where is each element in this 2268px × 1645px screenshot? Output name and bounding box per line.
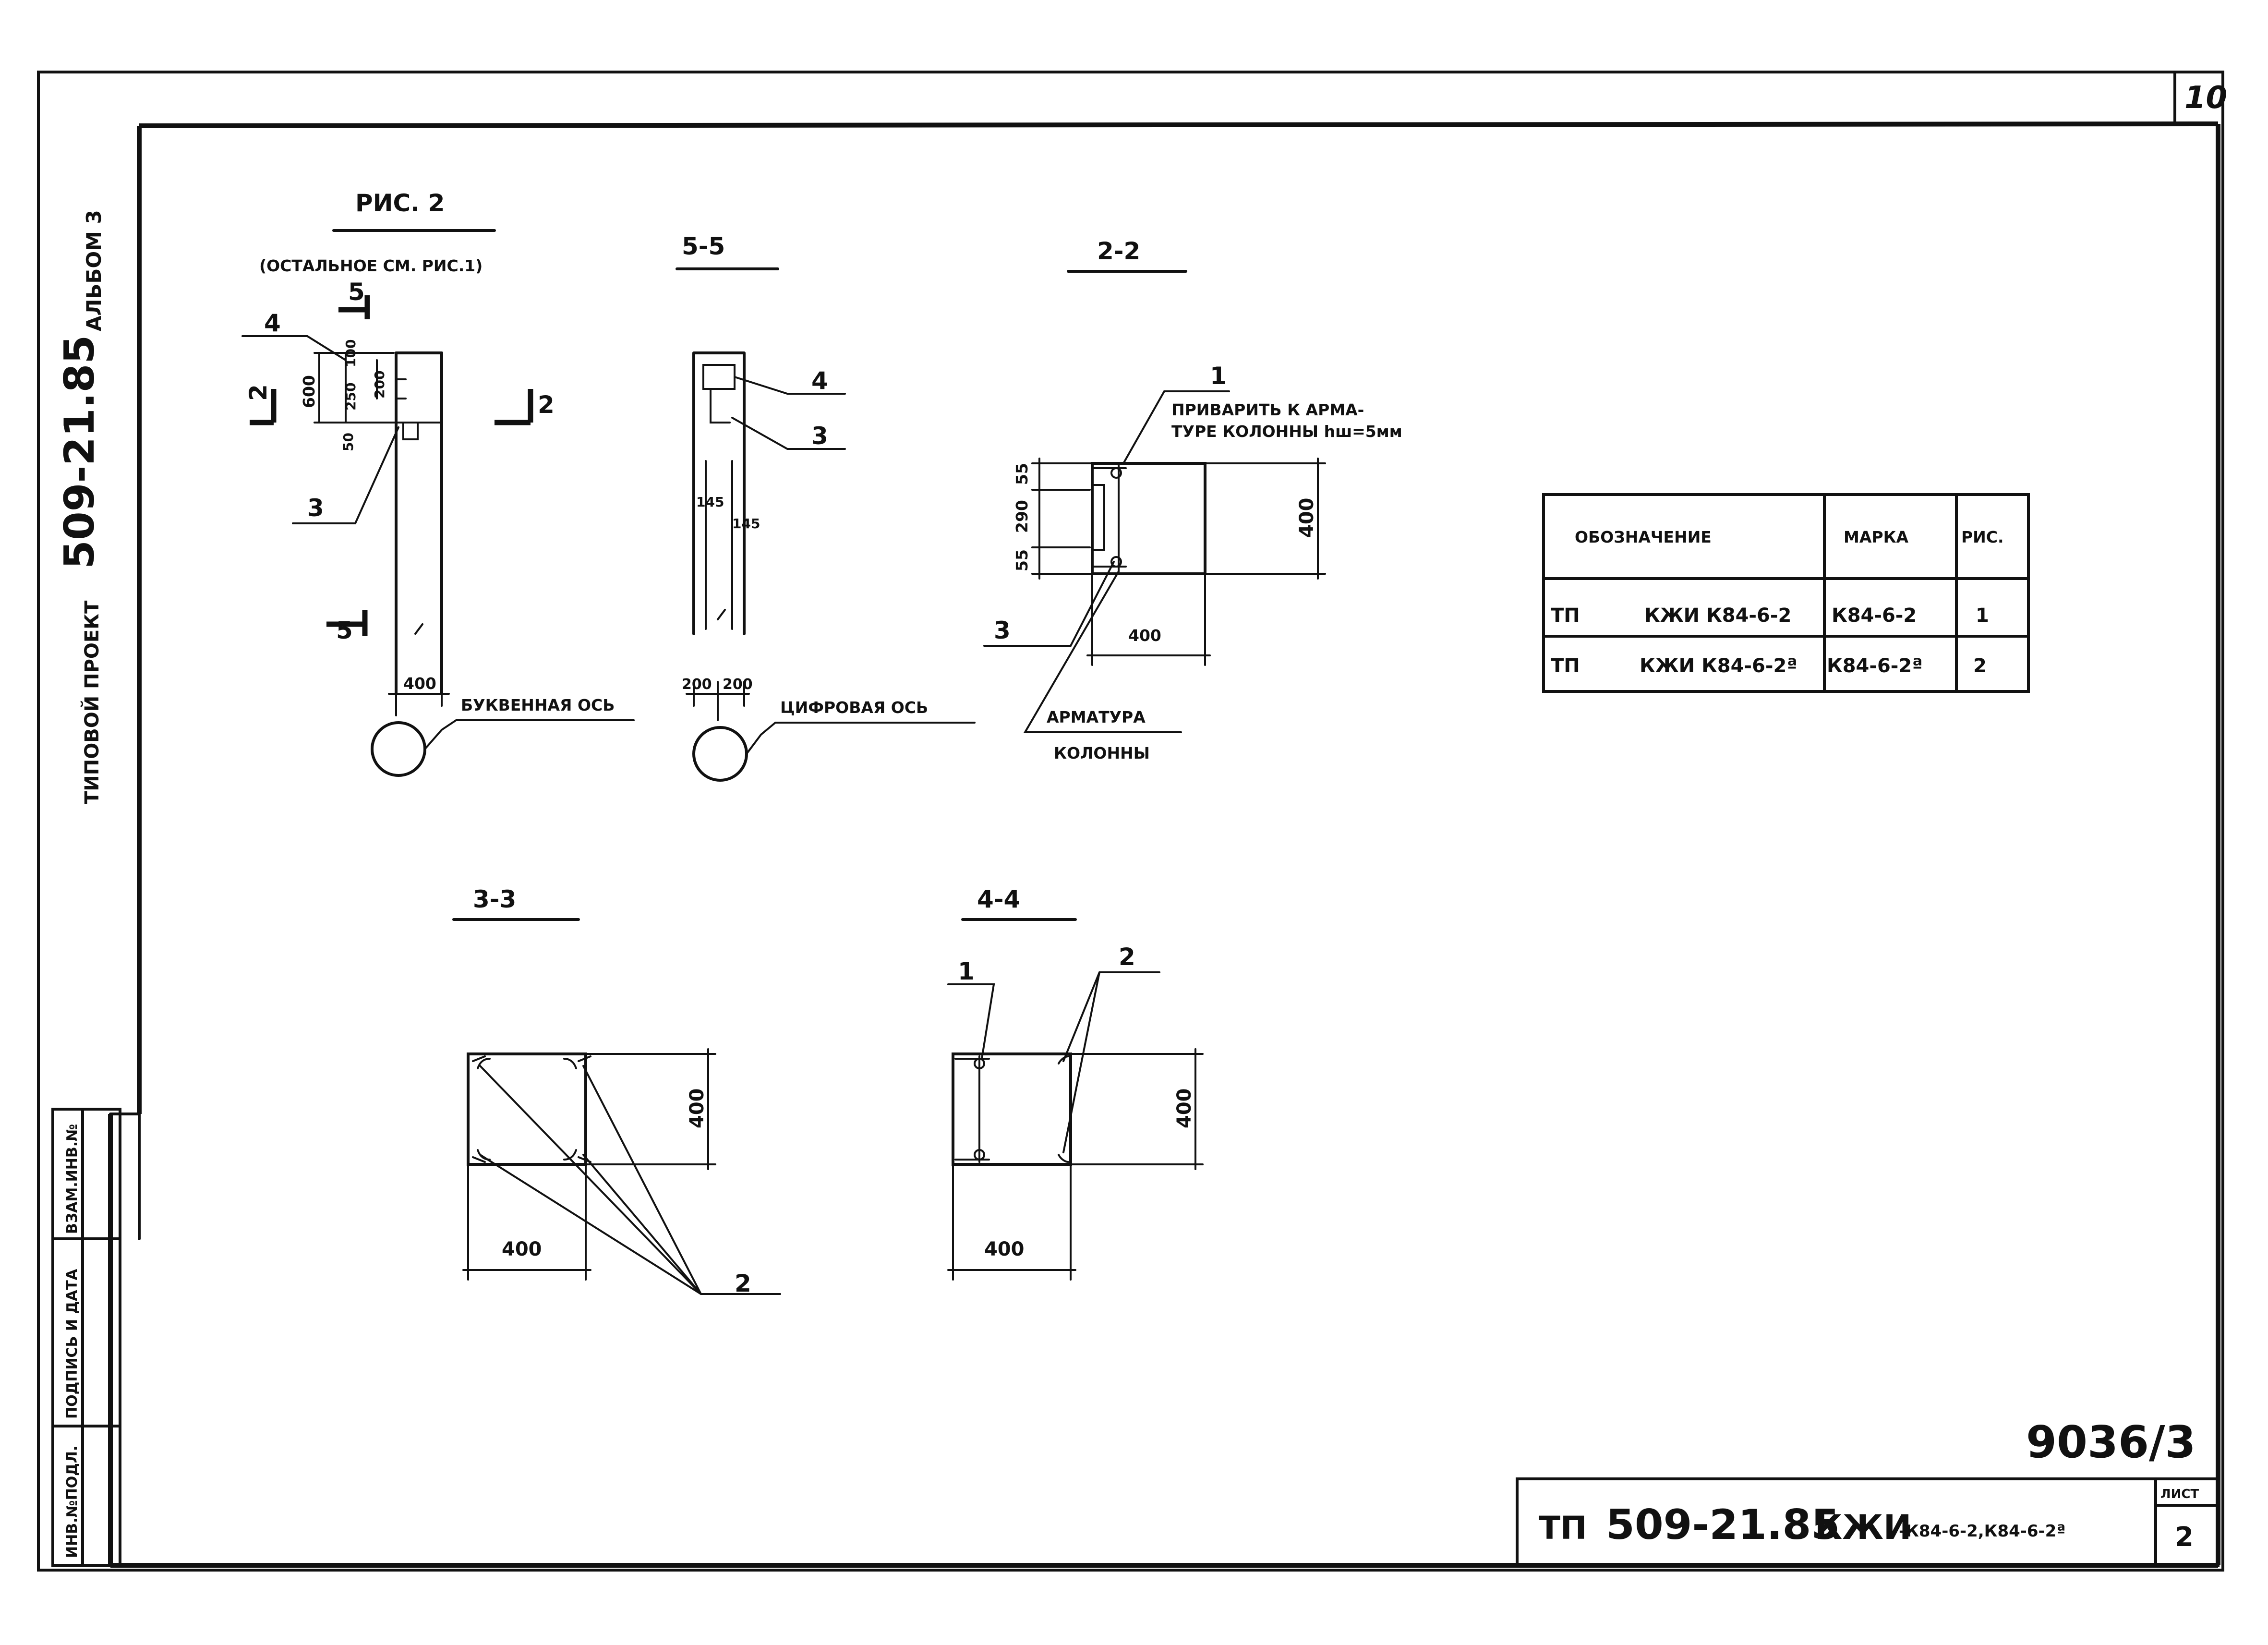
fig2-mark2-right: 2 bbox=[538, 391, 555, 419]
fig2-leader3: 3 bbox=[307, 494, 324, 522]
sec22-dim55a: 55 bbox=[1013, 463, 1031, 485]
stamp-inv: ИНВ.№ПОДЛ. bbox=[64, 1446, 81, 1558]
title-block: ТП 509-21.85 КЖИ -К84-6-2,К84-6-2ª ЛИСТ … bbox=[1516, 1477, 2220, 1567]
sec22-rebar1: АРМАТУРА bbox=[1047, 708, 1146, 726]
fig2-elevation: РИС. 2 (ОСТАЛЬНОЕ СМ. РИС.1) 5 5 2 2 600… bbox=[241, 189, 635, 777]
spec-row1-brand: К84-6-2 bbox=[1832, 605, 1917, 627]
sec44-title: 4-4 bbox=[977, 885, 1020, 913]
section-3-3: 3-3 400 400 2 bbox=[452, 885, 781, 1297]
sec55-dim145b: 145 bbox=[732, 516, 760, 532]
fig2-dim200: 200 bbox=[372, 371, 387, 399]
section-2-2: 2-2 55 290 55 400 400 1 ПРИВАРИТЬ К АРМА… bbox=[983, 237, 1402, 762]
side-stamp: ВЗАМ.ИНВ.№ ПОДПИСЬ И ДАТА ИНВ.№ПОДЛ. bbox=[51, 1108, 121, 1567]
title-brands: -К84-6-2,К84-6-2ª bbox=[1899, 1522, 2066, 1541]
sec22-title: 2-2 bbox=[1097, 237, 1140, 265]
spec-row2-fig: 2 bbox=[1973, 655, 1987, 677]
spec-row2-brand: К84-6-2ª bbox=[1827, 655, 1923, 677]
sec22-rebar2: КОЛОННЫ bbox=[1054, 744, 1150, 762]
side-project-type: ТИПОВОЙ ПРОЕКТ bbox=[80, 600, 103, 804]
sec33-dim400v: 400 bbox=[686, 1089, 708, 1129]
title-code: 509-21.85 bbox=[1606, 1501, 1840, 1549]
sec22-dim55b: 55 bbox=[1013, 549, 1031, 571]
spec-row1-designation: КЖИ К84-6-2 bbox=[1644, 605, 1791, 627]
stamp-signature: ПОДПИСЬ И ДАТА bbox=[64, 1269, 81, 1419]
side-album: АЛЬБОМ 3 bbox=[82, 210, 106, 331]
spec-header-designation: ОБОЗНАЧЕНИЕ bbox=[1575, 528, 1712, 546]
sec55-dim200b: 200 bbox=[723, 676, 753, 693]
spec-row2-prefix: ТП bbox=[1551, 655, 1580, 677]
spec-header-fig: РИС. bbox=[1961, 528, 2004, 546]
sec44-dim400h: 400 bbox=[984, 1238, 1025, 1260]
sec22-dim290: 290 bbox=[1013, 500, 1031, 533]
sec55-leader4: 4 bbox=[811, 367, 828, 395]
section-5-5: 5-5 4 3 145 145 200 200 ЦИФРОВАЯ ОСЬ bbox=[676, 232, 976, 782]
sec55-dim145a: 145 bbox=[696, 494, 724, 510]
sec22-dim400v: 400 bbox=[1296, 498, 1318, 538]
section-4-4: 4-4 400 400 1 2 bbox=[947, 885, 1204, 1281]
fig2-axis-label: БУКВЕННАЯ ОСЬ bbox=[461, 696, 615, 714]
spec-table: ОБОЗНАЧЕНИЕ МАРКА РИС. ТП КЖИ К84-6-2 К8… bbox=[1542, 493, 2030, 693]
sec44-leader2: 2 bbox=[1119, 943, 1135, 971]
fig2-subtitle: (ОСТАЛЬНОЕ СМ. РИС.1) bbox=[259, 256, 483, 275]
sec22-leader1: 1 bbox=[1210, 362, 1227, 390]
side-labels: АЛЬБОМ 3 509-21.85 ТИПОВОЙ ПРОЕКТ bbox=[56, 210, 106, 804]
spec-row1-prefix: ТП bbox=[1551, 605, 1580, 627]
fig2-dim250: 250 bbox=[343, 383, 359, 411]
sec33-leader2: 2 bbox=[735, 1270, 751, 1297]
fig2-dim100: 100 bbox=[343, 339, 359, 367]
corner-number: 10 bbox=[2184, 80, 2227, 116]
sec55-leader3: 3 bbox=[811, 422, 828, 450]
fig2-mark5-top: 5 bbox=[348, 278, 365, 306]
fig2-mark2-left: 2 bbox=[244, 384, 272, 401]
order-number: 9036/3 bbox=[2026, 1416, 2196, 1468]
sec22-weld2: ТУРЕ КОЛОННЫ hш=5мм bbox=[1171, 422, 1402, 441]
spec-header-brand: МАРКА bbox=[1844, 528, 1909, 546]
sec33-dim400h: 400 bbox=[502, 1238, 542, 1260]
fig2-dim400: 400 bbox=[403, 674, 436, 693]
sec22-leader3: 3 bbox=[994, 617, 1011, 644]
sheet-label: ЛИСТ bbox=[2160, 1487, 2199, 1501]
sheet-number: 2 bbox=[2175, 1522, 2194, 1553]
sec55-axis-label: ЦИФРОВАЯ ОСЬ bbox=[780, 698, 928, 717]
title-suffix: КЖИ bbox=[1815, 1508, 1912, 1547]
fig2-leader4: 4 bbox=[264, 309, 281, 337]
sec55-title: 5-5 bbox=[682, 232, 725, 260]
title-prefix: ТП bbox=[1539, 1510, 1587, 1547]
sec33-title: 3-3 bbox=[473, 885, 516, 913]
sec22-dim400h: 400 bbox=[1128, 626, 1161, 645]
sec55-dim200a: 200 bbox=[682, 676, 712, 693]
spec-row2-designation: КЖИ К84-6-2ª bbox=[1640, 655, 1798, 677]
fig2-mark5-bottom: 5 bbox=[336, 617, 353, 644]
fig2-dim50: 50 bbox=[340, 433, 356, 451]
spec-row1-fig: 1 bbox=[1976, 605, 1989, 627]
fig2-title: РИС. 2 bbox=[355, 189, 445, 217]
sec44-leader1: 1 bbox=[958, 957, 975, 985]
sec44-dim400v: 400 bbox=[1173, 1089, 1195, 1129]
stamp-vzam: ВЗАМ.ИНВ.№ bbox=[64, 1124, 81, 1234]
side-project-no: 509-21.85 bbox=[56, 335, 104, 569]
sec22-weld1: ПРИВАРИТЬ К АРМА- bbox=[1171, 400, 1364, 419]
fig2-dim600: 600 bbox=[300, 375, 318, 408]
